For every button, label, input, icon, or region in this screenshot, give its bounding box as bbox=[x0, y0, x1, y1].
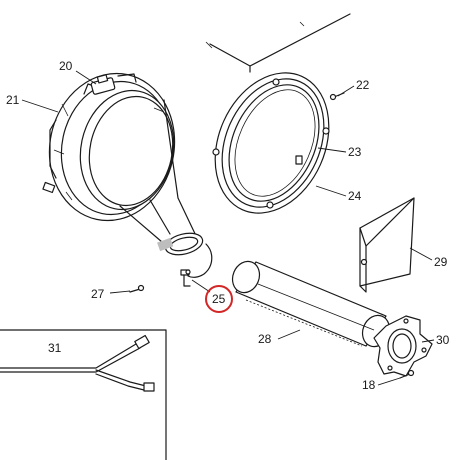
part-27-screw bbox=[129, 284, 145, 293]
leader-27 bbox=[109, 290, 131, 294]
part-20-switch bbox=[90, 73, 137, 95]
part-30-duct-flange bbox=[373, 315, 433, 377]
leader-25 bbox=[191, 279, 211, 293]
part-25-thermistor bbox=[180, 243, 213, 287]
leader-24 bbox=[315, 185, 347, 197]
part-31-wire-harness bbox=[0, 329, 167, 460]
leader-28 bbox=[277, 329, 301, 340]
callout-21: 21 bbox=[6, 93, 20, 107]
leader-30 bbox=[421, 339, 435, 343]
callout-18: 18 bbox=[362, 378, 376, 392]
leader-lines bbox=[21, 70, 435, 386]
part-29-duct-cover bbox=[359, 197, 415, 293]
callout-23: 23 bbox=[348, 145, 362, 159]
part-23-felt-seal bbox=[234, 89, 316, 197]
callout-20: 20 bbox=[59, 59, 73, 73]
callout-30: 30 bbox=[436, 333, 450, 347]
part-21-drum-shroud bbox=[42, 72, 204, 256]
callout-25: 25 bbox=[212, 292, 226, 306]
part-18-screw bbox=[399, 369, 415, 379]
callout-27: 27 bbox=[91, 287, 105, 301]
callout-labels: 20 21 22 23 24 25 27 28 29 30 31 18 bbox=[6, 59, 450, 392]
leader-22 bbox=[337, 85, 355, 97]
callout-22: 22 bbox=[356, 78, 370, 92]
callout-24: 24 bbox=[348, 189, 362, 203]
leader-18 bbox=[377, 377, 401, 386]
highlight-circle bbox=[205, 285, 233, 313]
leader-21 bbox=[21, 99, 59, 113]
leader-23 bbox=[317, 147, 347, 153]
callout-31: 31 bbox=[48, 341, 62, 355]
leader-29 bbox=[409, 247, 433, 261]
part-24-bulkhead-ring bbox=[212, 72, 330, 214]
cabinet-top-edge bbox=[205, 13, 351, 73]
leader-20 bbox=[75, 70, 97, 85]
callout-29: 29 bbox=[434, 255, 448, 269]
callout-28: 28 bbox=[258, 332, 272, 346]
